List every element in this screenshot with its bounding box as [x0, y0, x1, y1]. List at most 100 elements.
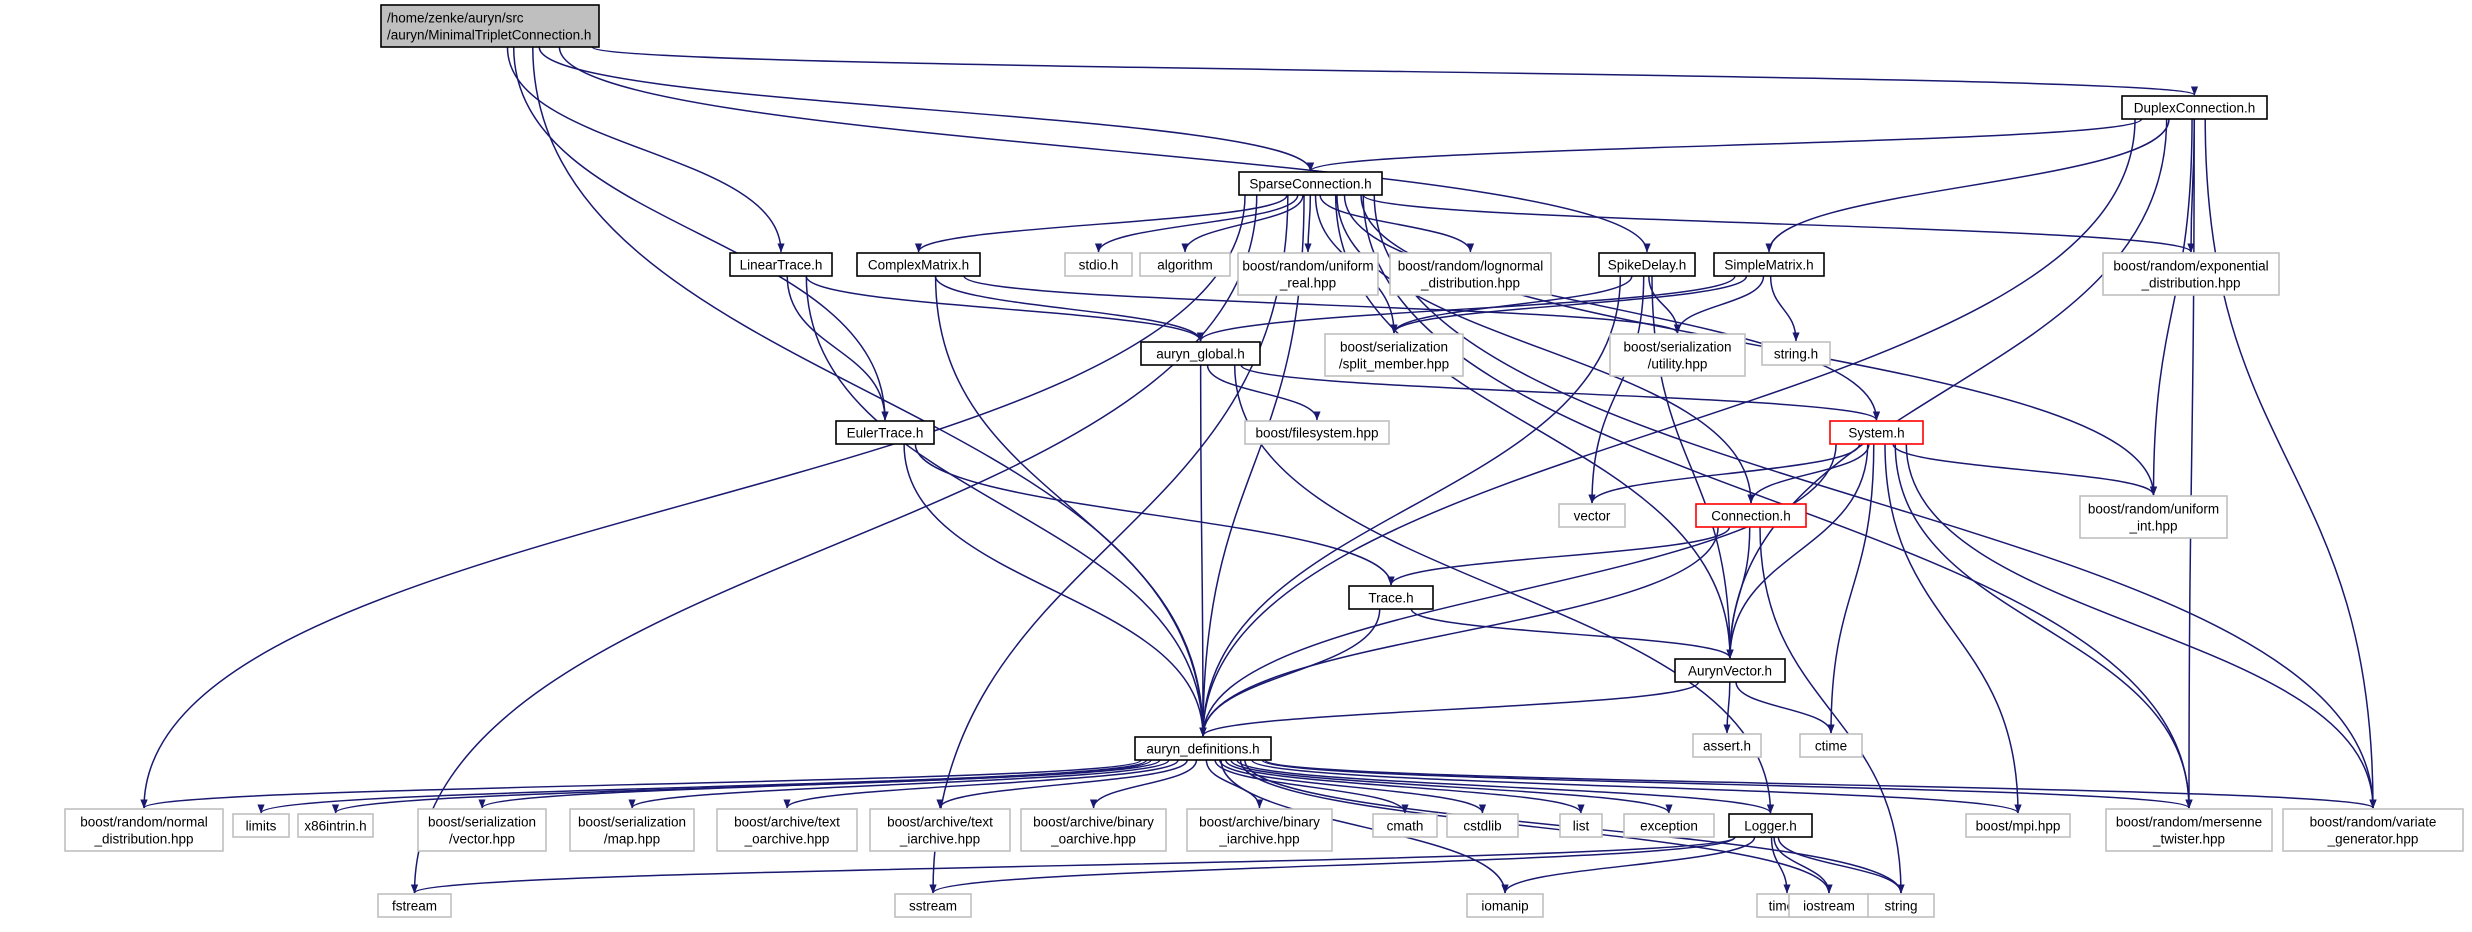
node-box: [1829, 420, 1924, 445]
node-root[interactable]: /home/zenke/auryn/src/auryn/MinimalTripl…: [380, 4, 600, 48]
edge-connection-to-string: [1759, 526, 1905, 894]
node-logger[interactable]: Logger.h: [1728, 813, 1813, 838]
node-box: [232, 813, 290, 838]
node-label: AurynVector.h: [1688, 663, 1772, 678]
node-box: [729, 252, 833, 277]
edge-spikedelay-to-auryn_defs: [1199, 275, 1622, 737]
edge-layer: [140, 46, 2377, 894]
node-uniform_int: boost/random/uniform_int.hpp: [2079, 495, 2228, 539]
node-box: [380, 4, 600, 48]
edge-lineartrace-to-eulertrace: [786, 275, 889, 421]
node-box: [417, 808, 547, 852]
node-label: /home/zenke/auryn/src: [387, 10, 524, 25]
node-connection[interactable]: Connection.h: [1695, 503, 1807, 528]
node-simplematrix[interactable]: SimpleMatrix.h: [1713, 252, 1825, 277]
edge-auryn_global-to-auryn_defs: [1199, 364, 1207, 737]
node-system[interactable]: System.h: [1829, 420, 1924, 445]
node-lineartrace[interactable]: LinearTrace.h: [729, 252, 833, 277]
edge-complexmatrix-to-auryn_global: [934, 275, 1205, 342]
edge-auryn_defs-to-limits: [257, 759, 1148, 814]
edge-root-to-duplex: [591, 46, 2198, 96]
node-label: _oarchive.hpp: [744, 831, 830, 846]
node-spikedelay[interactable]: SpikeDelay.h: [1598, 252, 1696, 277]
node-label: _distribution.hpp: [2140, 275, 2240, 290]
edge-sparse-to-lognormal: [1319, 194, 1475, 253]
node-label: _real.hpp: [1279, 275, 1336, 290]
node-auryn_defs[interactable]: auryn_definitions.h: [1134, 736, 1272, 761]
node-label: Trace.h: [1368, 590, 1413, 605]
node-label: /map.hpp: [604, 831, 660, 846]
node-label: /auryn/MinimalTripletConnection.h: [387, 27, 591, 42]
node-box: [569, 808, 695, 852]
node-eulertrace[interactable]: EulerTrace.h: [835, 420, 935, 445]
edge-connection-to-aurynvector: [1726, 526, 1751, 659]
node-box: [1140, 341, 1261, 366]
edge-sparse-to-normal: [140, 194, 1246, 809]
edge-root-to-auryn_defs: [532, 46, 1207, 737]
node-lognormal: boost/random/lognormal_distribution.hpp: [1389, 252, 1552, 296]
node-box: [1348, 585, 1434, 610]
node-duplex[interactable]: DuplexConnection.h: [2121, 95, 2268, 120]
node-sparse[interactable]: SparseConnection.h: [1238, 171, 1383, 196]
edge-sparse-to-variate: [1373, 194, 2377, 809]
node-complexmatrix[interactable]: ComplexMatrix.h: [856, 252, 981, 277]
edge-sparse-to-uniform_real: [1304, 194, 1312, 253]
node-box: [2105, 808, 2273, 852]
node-list: list: [1559, 813, 1603, 838]
node-label: _distribution.hpp: [93, 831, 193, 846]
edge-auryn_defs-to-binary_oarchive: [1089, 759, 1198, 809]
edge-duplex-to-auryn_defs: [1199, 118, 2136, 737]
node-box: [1238, 171, 1383, 196]
node-iostream: iostream: [1788, 893, 1870, 918]
node-x86intrin: x86intrin.h: [297, 813, 374, 838]
node-box: [1598, 252, 1696, 277]
node-box: [1020, 808, 1167, 852]
node-label: /utility.hpp: [1648, 356, 1708, 371]
node-label: ctime: [1815, 738, 1847, 753]
node-stdio: stdio.h: [1064, 252, 1133, 277]
node-trace[interactable]: Trace.h: [1348, 585, 1434, 610]
edge-lineartrace-to-auryn_defs: [805, 275, 1207, 737]
edge-auryn_defs-to-exception: [1230, 759, 1673, 814]
node-aurynvector[interactable]: AurynVector.h: [1674, 658, 1786, 683]
node-box: [1064, 252, 1133, 277]
edge-system-to-connection: [1747, 443, 1870, 504]
node-split_member: boost/serialization/split_member.hpp: [1324, 333, 1464, 377]
edge-system-to-vector: [1588, 443, 1861, 504]
node-label: SparseConnection.h: [1249, 176, 1371, 191]
node-label: boost/archive/text: [887, 814, 993, 829]
node-label: LinearTrace.h: [740, 257, 823, 272]
edge-auryn_defs-to-iomanip: [1220, 759, 1509, 894]
node-label: iomanip: [1481, 898, 1528, 913]
node-box: [1559, 813, 1603, 838]
node-label: boost/serialization: [1340, 339, 1448, 354]
edge-simplematrix-to-auryn_global: [1197, 275, 1736, 342]
node-utility: boost/serialization/utility.hpp: [1609, 333, 1746, 377]
node-label: boost/random/uniform: [1242, 258, 1373, 273]
edge-logger-to-iostream: [1773, 836, 1833, 894]
edge-sparse-to-sstream: [929, 194, 1289, 894]
node-box: [716, 808, 858, 852]
edge-auryn_defs-to-ser_vector: [478, 759, 1161, 809]
node-auryn_global[interactable]: auryn_global.h: [1140, 341, 1261, 366]
node-label: EulerTrace.h: [847, 425, 924, 440]
node-text_oarchive: boost/archive/text_oarchive.hpp: [716, 808, 858, 852]
node-label: cstdlib: [1463, 818, 1501, 833]
edge-sparse-to-stdio: [1094, 194, 1299, 253]
node-box: [1674, 658, 1786, 683]
edge-auryn_defs-to-mpi: [1251, 759, 2022, 814]
node-box: [1728, 813, 1813, 838]
node-vector: vector: [1558, 503, 1626, 528]
node-label: boost/archive/binary: [1033, 814, 1154, 829]
node-label: algorithm: [1157, 257, 1213, 272]
edge-trace-to-auryn_defs: [1199, 608, 1381, 737]
edge-auryn_global-to-filesystem: [1206, 364, 1321, 421]
node-label: list: [1573, 818, 1590, 833]
node-box: [2121, 95, 2268, 120]
node-label: auryn_definitions.h: [1146, 741, 1259, 756]
edge-sparse-to-fstream: [410, 194, 1258, 894]
edge-system-to-aurynvector: [1726, 443, 1869, 659]
edge-system-to-uniform_int: [1892, 443, 2158, 496]
node-variate: boost/random/variate_generator.hpp: [2282, 808, 2464, 852]
